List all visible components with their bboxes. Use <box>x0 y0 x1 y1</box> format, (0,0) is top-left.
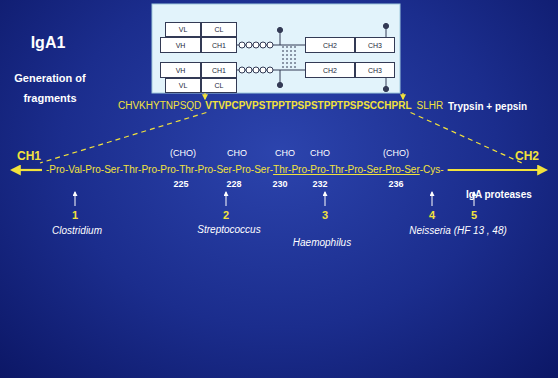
domain-name: VL <box>179 82 188 89</box>
domain-name: CH1 <box>212 67 226 74</box>
subtitle: Generation of fragments <box>4 68 96 108</box>
glycan-label: CHO <box>275 148 295 158</box>
zoom-lines <box>40 113 522 164</box>
domain-box: CH1 <box>201 62 237 78</box>
domain-name: VH <box>176 42 186 49</box>
domain-name: CL <box>215 82 224 89</box>
disulfide-bonds <box>283 46 295 69</box>
glycan-label: (CHO) <box>170 148 196 158</box>
domain-box: CH2 <box>305 62 355 78</box>
residue-number: 230 <box>272 179 287 189</box>
sequence: -Cys- <box>420 164 444 176</box>
domain-name: VL <box>179 26 188 33</box>
sequence: -Pro-Val-Pro-Ser-Thr-Pro-Pro-Thr-Pro-Ser… <box>46 164 273 176</box>
domain-box: VH <box>160 37 201 53</box>
callout-number: 4 <box>429 209 435 222</box>
callout-number: 1 <box>72 209 78 222</box>
domain-box: VL <box>165 22 201 37</box>
glycan-label: CHO <box>310 148 330 158</box>
domain-box: CH3 <box>355 37 395 53</box>
domain-name: CH1 <box>212 42 226 49</box>
cleavage-arrows <box>205 93 403 99</box>
domain-name: CH2 <box>323 42 337 49</box>
callout-number: 2 <box>223 209 229 222</box>
domain-box: CL <box>201 22 237 37</box>
domain-name: CH3 <box>368 42 382 49</box>
domain-label: CH2 <box>515 150 539 164</box>
protease-label: IgA proteases <box>466 189 532 201</box>
sequence: CHVKHYTNPSQD <box>118 100 201 112</box>
antibody-panel <box>152 4 400 93</box>
enzyme-label: Trypsin + pepsin <box>448 101 527 113</box>
domain-box: CL <box>201 78 237 93</box>
title: IgA1 <box>31 34 66 52</box>
domain-name: CH3 <box>368 67 382 74</box>
hinge-chains <box>237 42 305 73</box>
domain-name: VH <box>176 67 186 74</box>
callout-number: 3 <box>322 209 328 222</box>
domain-label: CH1 <box>17 150 41 164</box>
sequence: VTVPCPVPSTPPTPSPSTPPTPSPSCCHPRL <box>205 100 411 112</box>
glycan-lollipops <box>277 23 388 91</box>
residue-number: 225 <box>173 179 188 189</box>
domain-box: CH2 <box>305 37 355 53</box>
organism-name: Neisseria (HF 13 , 48) <box>409 225 507 237</box>
glycan-label: CHO <box>227 148 247 158</box>
residue-number: 228 <box>226 179 241 189</box>
residue-number: 236 <box>388 179 403 189</box>
residue-number: 232 <box>312 179 327 189</box>
domain-name: CL <box>215 26 224 33</box>
sequence: SLHR <box>417 100 444 112</box>
callout-number: 5 <box>471 209 477 222</box>
protease-arrows <box>75 192 474 206</box>
organism-name: Haemophilus <box>293 237 351 249</box>
organism-name: Clostridium <box>52 225 102 237</box>
domain-name: CH2 <box>323 67 337 74</box>
domain-box: VH <box>160 62 201 78</box>
glycan-label: (CHO) <box>383 148 409 158</box>
domain-box: CH1 <box>201 37 237 53</box>
domain-box: CH3 <box>355 62 395 78</box>
organism-name: Streptococcus <box>197 224 260 236</box>
domain-box: VL <box>165 78 201 93</box>
sequence: Thr-Pro-Pro-Thr-Pro-Ser-Pro-Ser <box>273 164 420 176</box>
